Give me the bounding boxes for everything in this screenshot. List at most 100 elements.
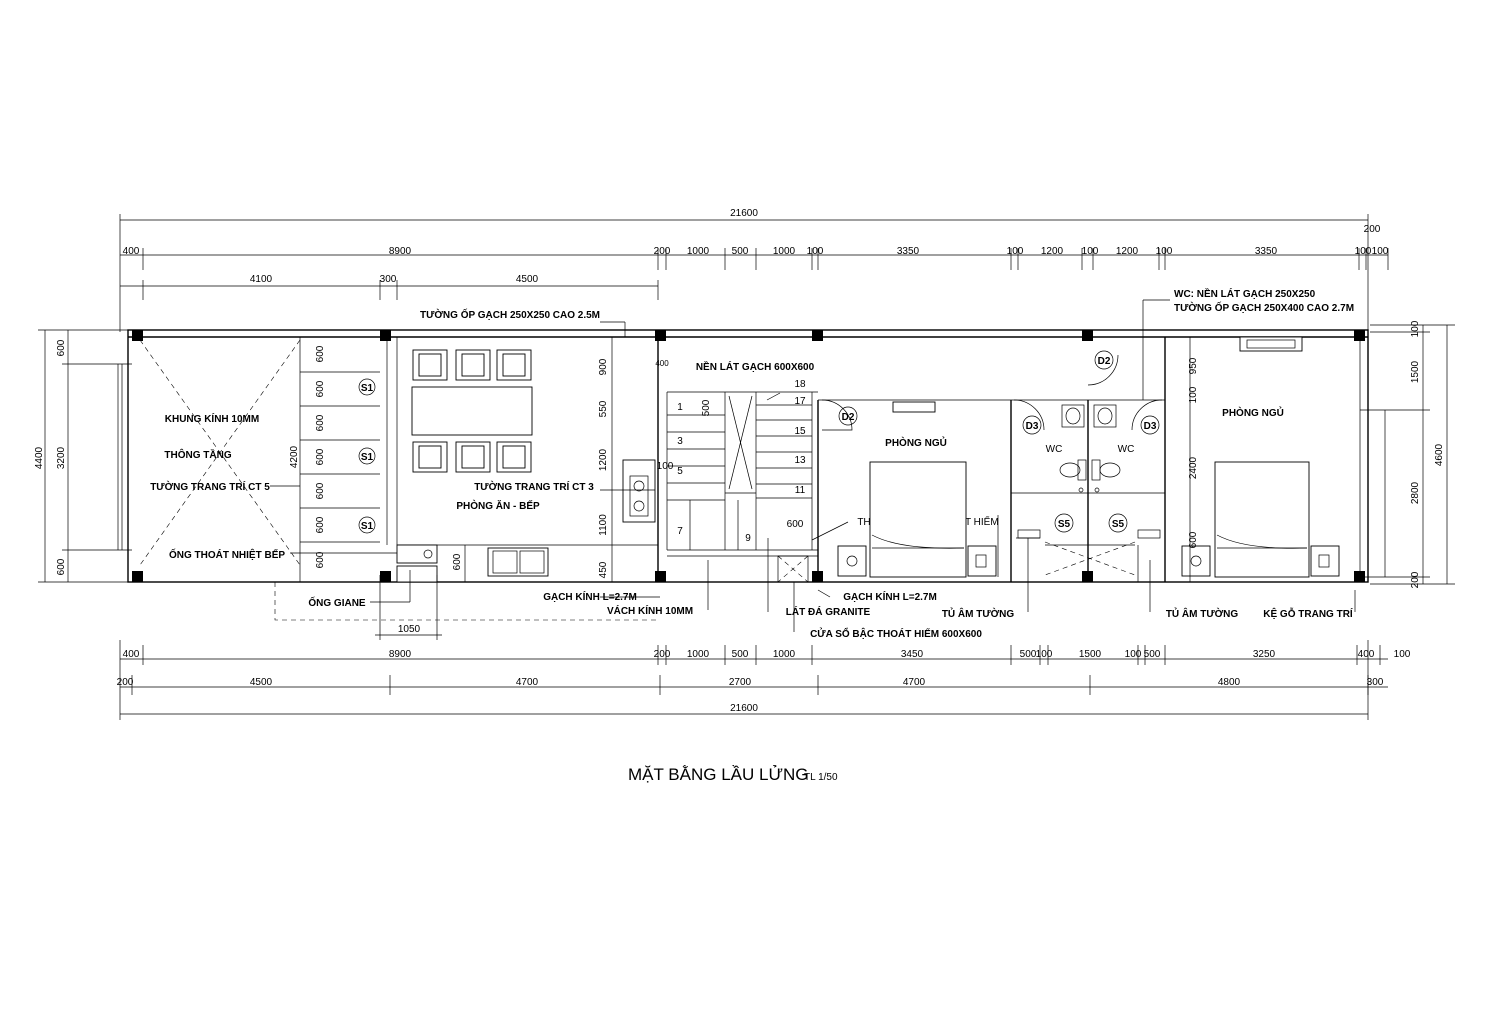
dim-bed-950: 950 [1188,357,1199,374]
label-lat-da: LÁT ĐÁ GRANITE [786,605,871,618]
right-dimensions: 4600 100 1500 2800 200 [1370,320,1455,588]
dim-top-300: 300 [380,274,397,285]
dim-stair-600: 600 [787,519,804,530]
kitchen-labels: TƯỜNG ỐP GẠCH 250X250 CAO 2.5M PHÒNG ĂN … [420,307,655,512]
dim-top-4100: 4100 [250,274,273,285]
dim-right-1500: 1500 [1410,360,1421,383]
dim-stair-900: 900 [598,358,609,375]
label-thong-tang: THÔNG TẦNG [164,448,231,461]
dim-left-3200: 3200 [56,446,67,469]
stair-step-3: 7 [677,526,683,537]
label-tu-am-1: TỦ ÂM TƯỜNG [942,607,1015,620]
dim-stair-100: 100 [657,461,674,472]
dim-bottom-row1-6: 3450 [901,649,924,660]
label-phong-an: PHÒNG ĂN - BẾP [456,499,540,512]
dim-bottom-row2-5: 4800 [1218,677,1241,688]
dim-kitchen-600: 600 [452,553,463,570]
label-phong-ngu-1: PHÒNG NGỦ [885,436,947,449]
label-tu-am-2: TỦ ÂM TƯỜNG [1166,607,1239,620]
dim-right-200: 200 [1410,571,1421,588]
dim-top-row2-3: 1000 [687,246,710,257]
dim-top-row2-14: 100 [1355,246,1372,257]
dim-void-600-5: 600 [315,482,326,499]
dim-top-overall: 21600 [730,208,758,219]
stair-dims: 900 550 1200 1100 450 400 500 100 600 [598,337,804,582]
dim-bottom-row2-6: 300 [1367,677,1384,688]
tag-s1-1: S1 [361,383,374,394]
dim-bottom-row1-8: 100 [1036,649,1053,660]
dim-top-row2-4: 500 [732,246,749,257]
label-nen-lat: NỀN LÁT GẠCH 600X600 [696,360,815,373]
dim-right-100: 100 [1410,320,1421,337]
dim-bottom-row1-11: 500 [1144,649,1161,660]
top-dim-row3: 4100 300 4500 [250,274,539,285]
tag-d3-1: D3 [1026,421,1039,432]
label-ong-giane: ỐNG GIANE [308,595,366,609]
dim-left-600-top: 600 [56,339,67,356]
dim-bottom-row2-0: 200 [117,677,134,688]
dim-top-row2-10: 100 [1082,246,1099,257]
dim-bottom-row1-7: 500 [1020,649,1037,660]
bottom-pipe: 1050 ỐNG GIANE [274,570,660,640]
void-labels: KHUNG KÍNH 10MM THÔNG TẦNG TƯỜNG TRANG T… [150,412,397,561]
dim-top-row2-5: 1000 [773,246,796,257]
stair-step-4: 9 [745,533,751,544]
bottom-dimensions: 21600 [119,640,1388,720]
dim-void-600-6: 600 [315,516,326,533]
dim-void-600-7: 600 [315,551,326,568]
dim-top-row2-8: 100 [1007,246,1024,257]
dim-right-4600: 4600 [1434,443,1445,466]
dim-top-row2-13: 3350 [1255,246,1278,257]
dim-left-4400: 4400 [34,446,45,469]
s1-tags: S1 S1 S1 [358,378,376,534]
stair-step-9: 18 [794,379,806,390]
dim-bed-100: 100 [1188,386,1199,403]
dim-void-600-4: 600 [315,448,326,465]
dim-top-row2-6: 100 [807,246,824,257]
dim-bottom-row2-1: 4500 [250,677,273,688]
columns [132,330,1365,582]
tag-d2-1: D2 [842,412,855,423]
tag-d2-2: D2 [1098,356,1111,367]
dim-bottom-row1-2: 200 [654,649,671,660]
kitchen-counter: 600 [396,459,656,583]
label-tuong-op: TƯỜNG ỐP GẠCH 250X250 CAO 2.5M [420,307,600,321]
label-gach-kinh-2: GẠCH KÍNH L=2.7M [843,590,937,603]
label-wc-2: WC [1118,444,1135,455]
left-dimensions: 4400 600 3200 600 [34,329,132,583]
dim-stair-500: 500 [701,399,712,416]
dim-bottom-overall: 21600 [730,703,758,714]
dim-void-600-2: 600 [315,380,326,397]
void-dims: 600 600 600 600 600 600 600 4200 [289,345,326,568]
void-area [139,337,658,582]
dim-bottom-row1-12: 3250 [1253,649,1276,660]
dim-bottom-row1-1: 8900 [389,649,412,660]
drawing-scale: TL 1/50 [804,772,838,783]
dining-furniture [411,349,533,473]
stair-step-2: 5 [677,466,683,477]
bedroom-1: D2 PHÒNG NGỦ TỦ ÂM TƯỜNG [821,399,1040,620]
dim-bottom-row2-4: 4700 [903,677,926,688]
dim-stair-1100: 1100 [598,514,609,536]
dim-pipe-1050: 1050 [398,624,421,635]
label-vach-kinh: VÁCH KÍNH 10MM [607,604,693,617]
dim-top-row2-1: 8900 [389,246,412,257]
tag-s1-2: S1 [361,452,374,463]
dim-bottom-row1-5: 1000 [773,649,796,660]
dim-void-600-1: 600 [315,345,326,362]
dim-void-600-3: 600 [315,414,326,431]
label-ong-thoat: ỐNG THOÁT NHIỆT BẾP [169,547,285,561]
dim-top-row2-15: 100 [1372,246,1389,257]
top-dimensions: 21600 200 [119,208,1388,332]
label-wc-note-2: TƯỜNG ỐP GẠCH 250X400 CAO 2.7M [1174,300,1354,314]
dim-top-row2-2: 200 [654,246,671,257]
dim-left-600-bottom: 600 [56,558,67,575]
dim-top-row2-7: 3350 [897,246,920,257]
dim-bottom-row1-14: 100 [1394,649,1411,660]
dim-stair-450: 450 [598,561,609,578]
dim-stair-550: 550 [598,400,609,417]
dim-bottom-row2-2: 4700 [516,677,539,688]
